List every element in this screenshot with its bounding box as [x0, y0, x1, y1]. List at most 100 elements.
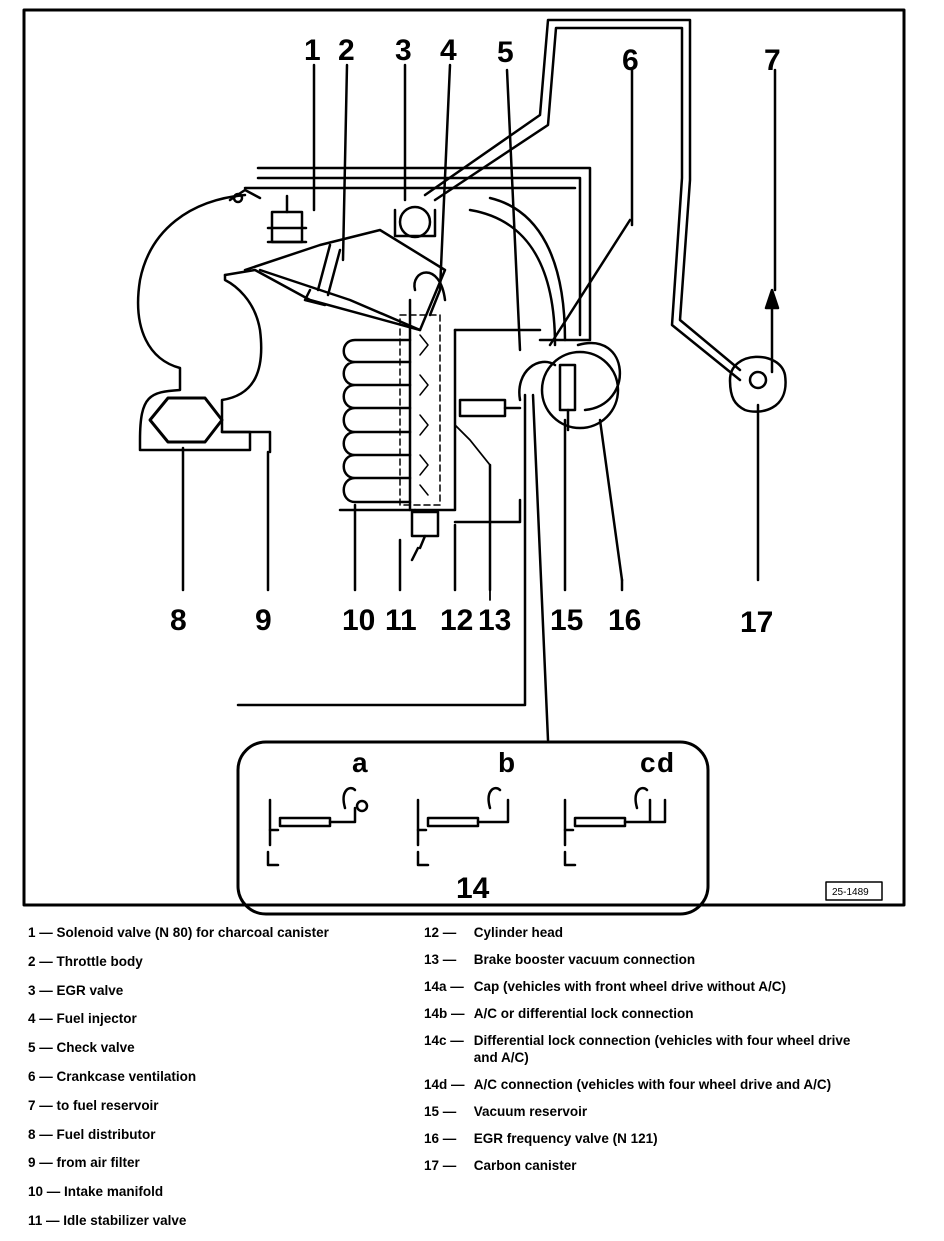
legend-item: 14b — A/C or differential lock connectio…	[424, 1005, 864, 1022]
inset-14cd-fitting	[563, 786, 667, 867]
callout-8: 8	[170, 604, 187, 637]
legend-item-number: 10 —	[28, 1184, 61, 1200]
legend-item-number: 2 —	[28, 953, 53, 969]
legend-item: 11 — Idle stabilizer valve	[28, 1212, 408, 1241]
callout-3: 3	[395, 34, 412, 67]
intake-manifold	[342, 338, 412, 504]
callout-11: 11	[385, 604, 417, 637]
legend-item: 12 — Cylinder head	[424, 924, 864, 941]
callout-7: 7	[764, 44, 781, 77]
fuel-rail	[408, 298, 457, 512]
inset-14a-fitting	[266, 786, 369, 867]
legend-item-number: 5 —	[28, 1040, 53, 1056]
legend-item: 16 — EGR frequency valve (N 121)	[424, 1130, 864, 1147]
legend-item-description: A/C connection (vehicles with four wheel…	[473, 1077, 832, 1092]
air-intake-boot	[136, 193, 263, 452]
legend-item-number: 17 —	[424, 1158, 457, 1173]
callout-4: 4	[440, 34, 457, 67]
legend-item-number: 3 —	[28, 982, 53, 998]
legend-item-number: 14c —	[424, 1033, 464, 1048]
legend-item-description: Brake booster vacuum connection	[473, 952, 696, 967]
legend-item-description: Solenoid valve (N 80) for charcoal canis…	[56, 925, 329, 940]
callout-2: 2	[338, 34, 355, 67]
legend-item-number: 14d —	[424, 1077, 465, 1092]
legend-item-description: EGR valve	[56, 982, 124, 998]
inset-sublabel-b: b	[498, 747, 515, 778]
legend-item-description: EGR frequency valve (N 121)	[473, 1131, 658, 1146]
legend-item-number: 6 —	[28, 1068, 53, 1084]
legend-item-description: Fuel injector	[56, 1011, 137, 1027]
legend-item-description: Cylinder head	[473, 925, 564, 940]
diagram-frame	[22, 8, 906, 907]
throttle-body	[243, 228, 447, 332]
inset-sublabel-a: a	[352, 747, 368, 778]
inset-label: 14	[456, 872, 490, 905]
legend-item-number: 14b —	[424, 1006, 465, 1021]
legend-left-column: 1 — Solenoid valve (N 80) for charcoal c…	[28, 924, 408, 1241]
callout-6: 6	[622, 44, 639, 77]
callout-5: 5	[497, 36, 514, 69]
callout-16: 16	[608, 604, 641, 637]
legend-item: 13 — Brake booster vacuum connection	[424, 951, 864, 968]
to-fuel-reservoir-arrow	[764, 288, 780, 374]
legend: 1 — Solenoid valve (N 80) for charcoal c…	[0, 924, 944, 1234]
legend-item: 15 — Vacuum reservoir	[424, 1103, 864, 1120]
legend-item-number: 4 —	[28, 1011, 53, 1027]
inset-14b-fitting	[416, 786, 510, 867]
legend-item-description: to fuel reservoir	[56, 1097, 159, 1113]
egr-valve	[398, 205, 432, 239]
legend-item-number: 9 —	[28, 1155, 53, 1171]
legend-item-number: 1 —	[28, 925, 53, 940]
legend-item-description: Intake manifold	[64, 1184, 164, 1200]
legend-item-number: 13 —	[424, 952, 457, 967]
crankcase-ventilation	[548, 218, 632, 347]
reference-number: 25-1489	[832, 887, 869, 898]
legend-item-number: 11 —	[28, 1212, 60, 1228]
legend-item-number: 8 —	[28, 1126, 53, 1142]
legend-item: 7 — to fuel reservoir	[28, 1097, 408, 1126]
inset-sublabel-d: d	[657, 747, 674, 778]
legend-item-description: Fuel distributor	[56, 1126, 156, 1142]
legend-item-description: A/C or differential lock connection	[473, 1006, 694, 1021]
legend-item: 3 — EGR valve	[28, 982, 408, 1011]
legend-item: 5 — Check valve	[28, 1039, 408, 1068]
legend-item-number: 16 —	[424, 1131, 457, 1146]
brake-booster-connection	[458, 398, 507, 418]
callout-12: 12	[440, 604, 473, 637]
legend-right-column: 12 — Cylinder head 13 — Brake booster vac…	[424, 924, 864, 1184]
legend-item: 1 — Solenoid valve (N 80) for charcoal c…	[28, 924, 408, 953]
fuel-distributor	[148, 396, 224, 444]
legend-item-number: 7 —	[28, 1097, 53, 1113]
callout-9: 9	[255, 604, 272, 637]
legend-item-description: Cap (vehicles with front wheel drive wit…	[473, 979, 787, 994]
legend-item-description: Carbon canister	[473, 1158, 577, 1173]
callout-10: 10	[342, 604, 375, 637]
legend-item-description: Vacuum reservoir	[473, 1104, 588, 1119]
inset-sublabel-c: c	[640, 747, 656, 778]
legend-item-description: Idle stabilizer valve	[63, 1212, 187, 1228]
legend-item-description: Check valve	[56, 1040, 135, 1056]
legend-item-number: 14a —	[424, 979, 464, 994]
legend-item-description: from air filter	[56, 1155, 140, 1171]
callout-17: 17	[740, 606, 773, 639]
callout-15: 15	[550, 604, 583, 637]
cylinder-head-edge	[453, 498, 522, 524]
legend-item: 17 — Carbon canister	[424, 1157, 864, 1174]
legend-item-description: Throttle body	[56, 953, 143, 969]
legend-item: 10 — Intake manifold	[28, 1183, 408, 1212]
callout-13: 13	[478, 604, 511, 637]
legend-item: 2 — Throttle body	[28, 953, 408, 982]
air-filter-pipe	[220, 430, 272, 454]
callout-1: 1	[304, 34, 321, 67]
idle-stabilizer-valve	[410, 510, 440, 538]
carbon-canister	[728, 355, 787, 413]
legend-item-description: Crankcase ventilation	[56, 1068, 197, 1084]
legend-item: 14d — A/C connection (vehicles with four…	[424, 1076, 864, 1093]
vacuum-reservoir	[540, 350, 620, 430]
reference-box	[825, 881, 883, 901]
legend-item: 8 — Fuel distributor	[28, 1126, 408, 1155]
legend-item-number: 15 —	[424, 1104, 457, 1119]
legend-item-number: 12 —	[424, 925, 457, 940]
